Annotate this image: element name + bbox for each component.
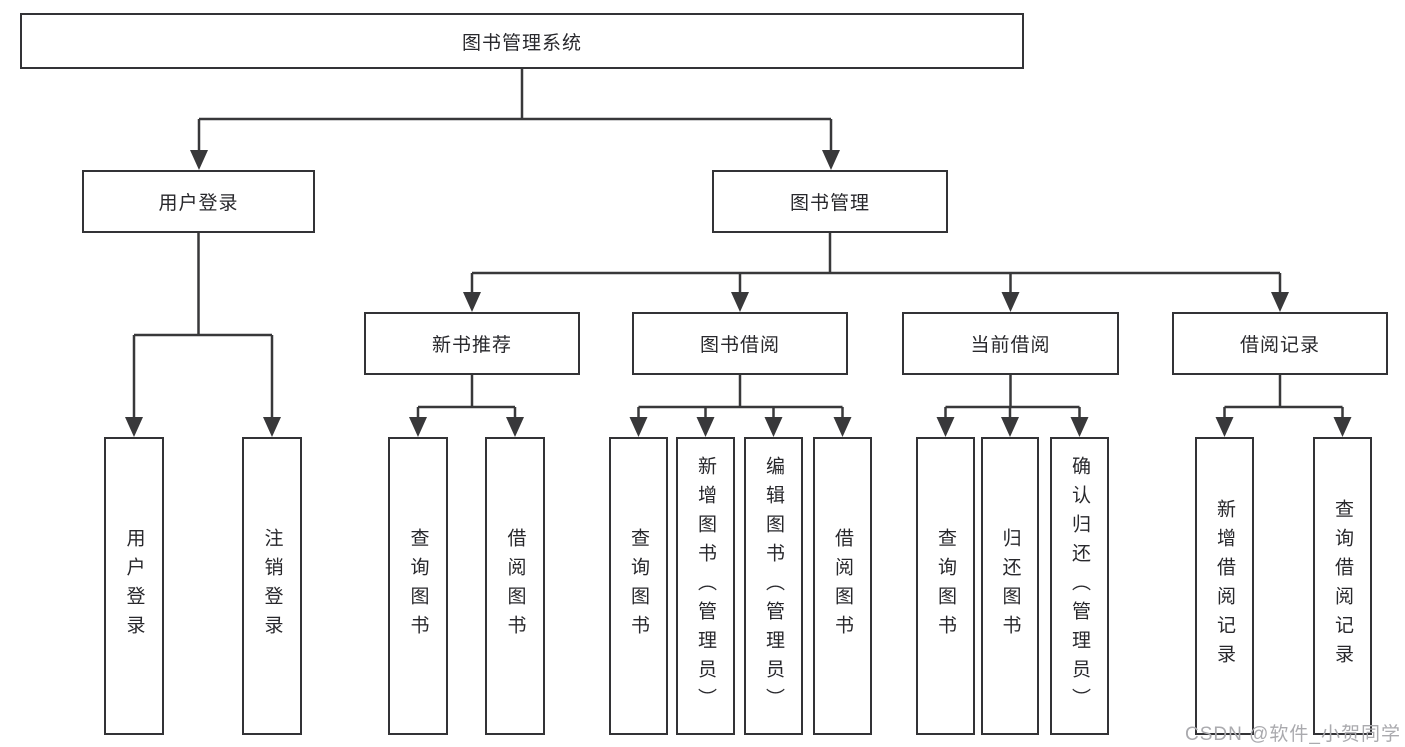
leaf-logout: 注销登录 xyxy=(242,437,302,735)
node-book-borrowing: 图书借阅 xyxy=(632,312,848,375)
leaf-query-borrow-record: 查询借阅记录 xyxy=(1313,437,1372,735)
leaf-add-borrow-record: 新增借阅记录 xyxy=(1195,437,1254,735)
leaf-query-books-recommend: 查询图书 xyxy=(388,437,448,735)
node-new-book-recommend: 新书推荐 xyxy=(364,312,580,375)
node-root-library-system: 图书管理系统 xyxy=(20,13,1024,69)
leaf-borrow-books: 借阅图书 xyxy=(813,437,872,735)
leaf-add-books-admin: 新增图书（管理员） xyxy=(676,437,735,735)
leaf-query-books-borrowing: 查询图书 xyxy=(609,437,668,735)
leaf-return-books: 归还图书 xyxy=(981,437,1039,735)
leaf-confirm-return-admin: 确认归还（管理员） xyxy=(1050,437,1109,735)
node-book-management: 图书管理 xyxy=(712,170,948,233)
node-current-borrowing: 当前借阅 xyxy=(902,312,1119,375)
node-borrowing-records: 借阅记录 xyxy=(1172,312,1388,375)
leaf-borrow-books-recommend: 借阅图书 xyxy=(485,437,545,735)
csdn-watermark: CSDN @软件_小贺同学 xyxy=(1185,724,1401,745)
leaf-query-books-current: 查询图书 xyxy=(916,437,975,735)
leaf-edit-books-admin: 编辑图书（管理员） xyxy=(744,437,803,735)
leaf-user-login: 用户登录 xyxy=(104,437,164,735)
node-user-login: 用户登录 xyxy=(82,170,315,233)
